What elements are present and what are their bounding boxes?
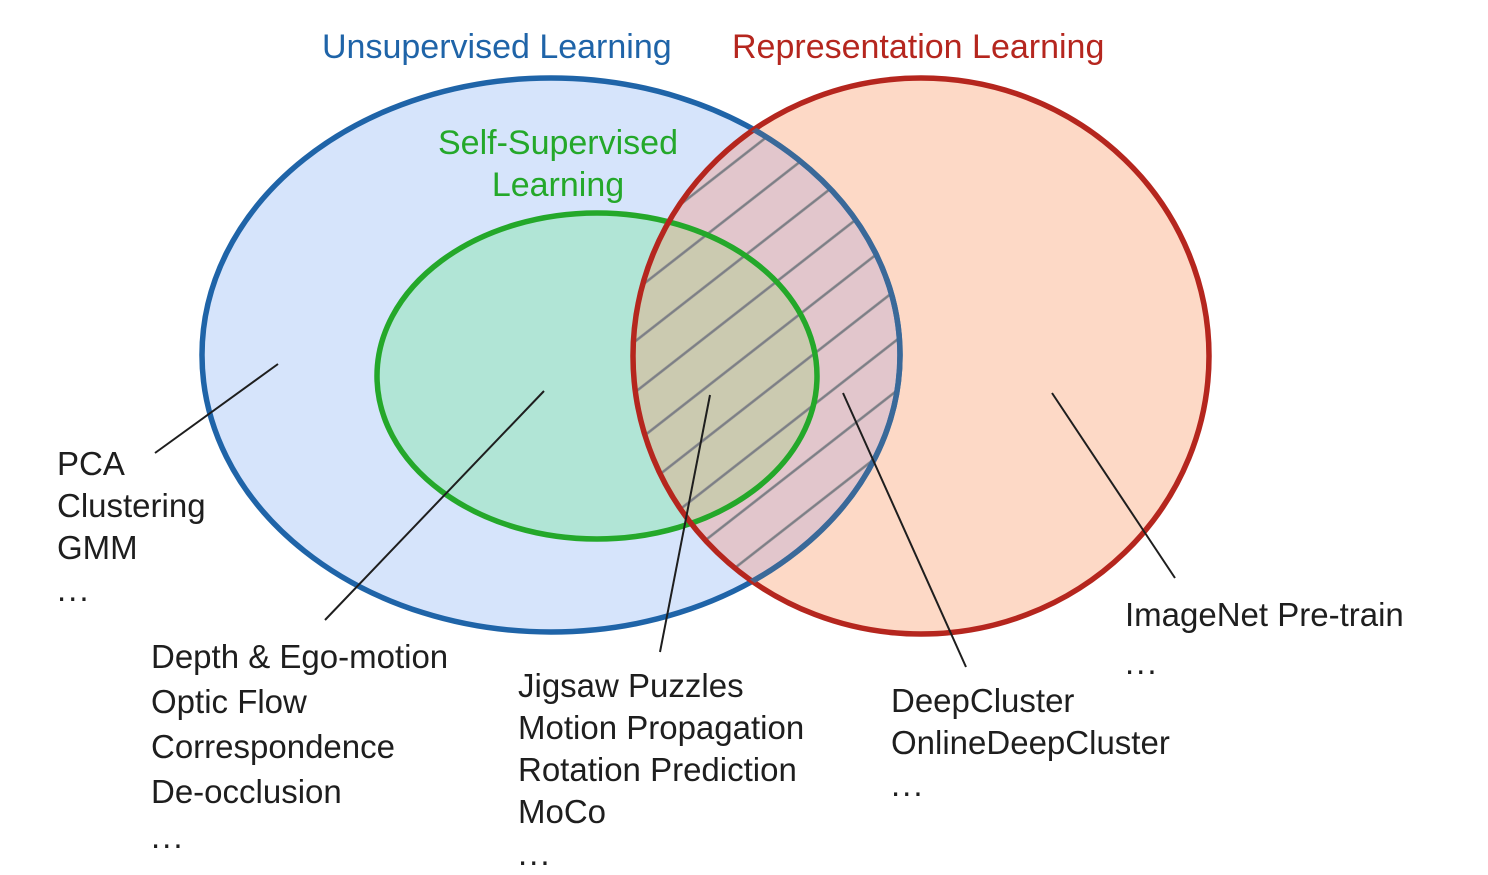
- self-supervised-title-line2: Learning: [491, 166, 625, 204]
- unsupervised-outline-overlap: [633, 78, 903, 634]
- list-item: MoCo: [518, 793, 607, 830]
- list-item: ...: [891, 766, 925, 803]
- unsupervised-only-list: PCA Clustering GMM ...: [57, 443, 206, 611]
- list-item: Clustering: [57, 487, 206, 524]
- self-supervised-title-line1: Self-Supervised: [437, 124, 678, 162]
- list-item: De-occlusion: [151, 773, 342, 810]
- leader-line-unsupervised: [154, 363, 279, 454]
- list-item: DeepCluster: [891, 682, 1075, 719]
- leader-line-self-supervised-representation: [659, 394, 711, 653]
- list-item: Depth & Ego-motion: [151, 638, 449, 675]
- list-item: ...: [57, 571, 91, 608]
- leader-line-unsupervised-representation: [842, 392, 967, 668]
- list-item: Optic Flow: [151, 683, 307, 720]
- self-supervised-representation-list: Jigsaw Puzzles Motion Propagation Rotati…: [518, 665, 804, 875]
- list-item: PCA: [57, 445, 125, 482]
- list-item: GMM: [57, 529, 138, 566]
- representation-outline: [630, 75, 1212, 637]
- list-item: Correspondence: [151, 728, 395, 765]
- list-item: ...: [518, 835, 552, 872]
- list-item: Motion Propagation: [518, 709, 805, 746]
- leader-line-representation: [1051, 392, 1176, 579]
- list-item: ...: [151, 818, 185, 855]
- self-supervised-outline: [374, 210, 820, 542]
- unsupervised-representation-list: DeepCluster OnlineDeepCluster ...: [891, 680, 1170, 806]
- self-supervised-only-list: Depth & Ego-motion Optic Flow Correspond…: [151, 634, 448, 859]
- list-item: Jigsaw Puzzles: [518, 667, 744, 704]
- list-item: ...: [1125, 644, 1159, 681]
- self-supervised-title: Self-Supervised Learning: [428, 122, 688, 206]
- unsupervised-title: Unsupervised Learning: [322, 28, 672, 66]
- representation-title: Representation Learning: [732, 28, 1105, 66]
- representation-only-list: ImageNet Pre-train ...: [1125, 591, 1404, 687]
- list-item: Rotation Prediction: [518, 751, 797, 788]
- leader-line-self-supervised: [324, 390, 545, 621]
- list-item: ImageNet Pre-train: [1125, 596, 1404, 633]
- list-item: OnlineDeepCluster: [891, 724, 1170, 761]
